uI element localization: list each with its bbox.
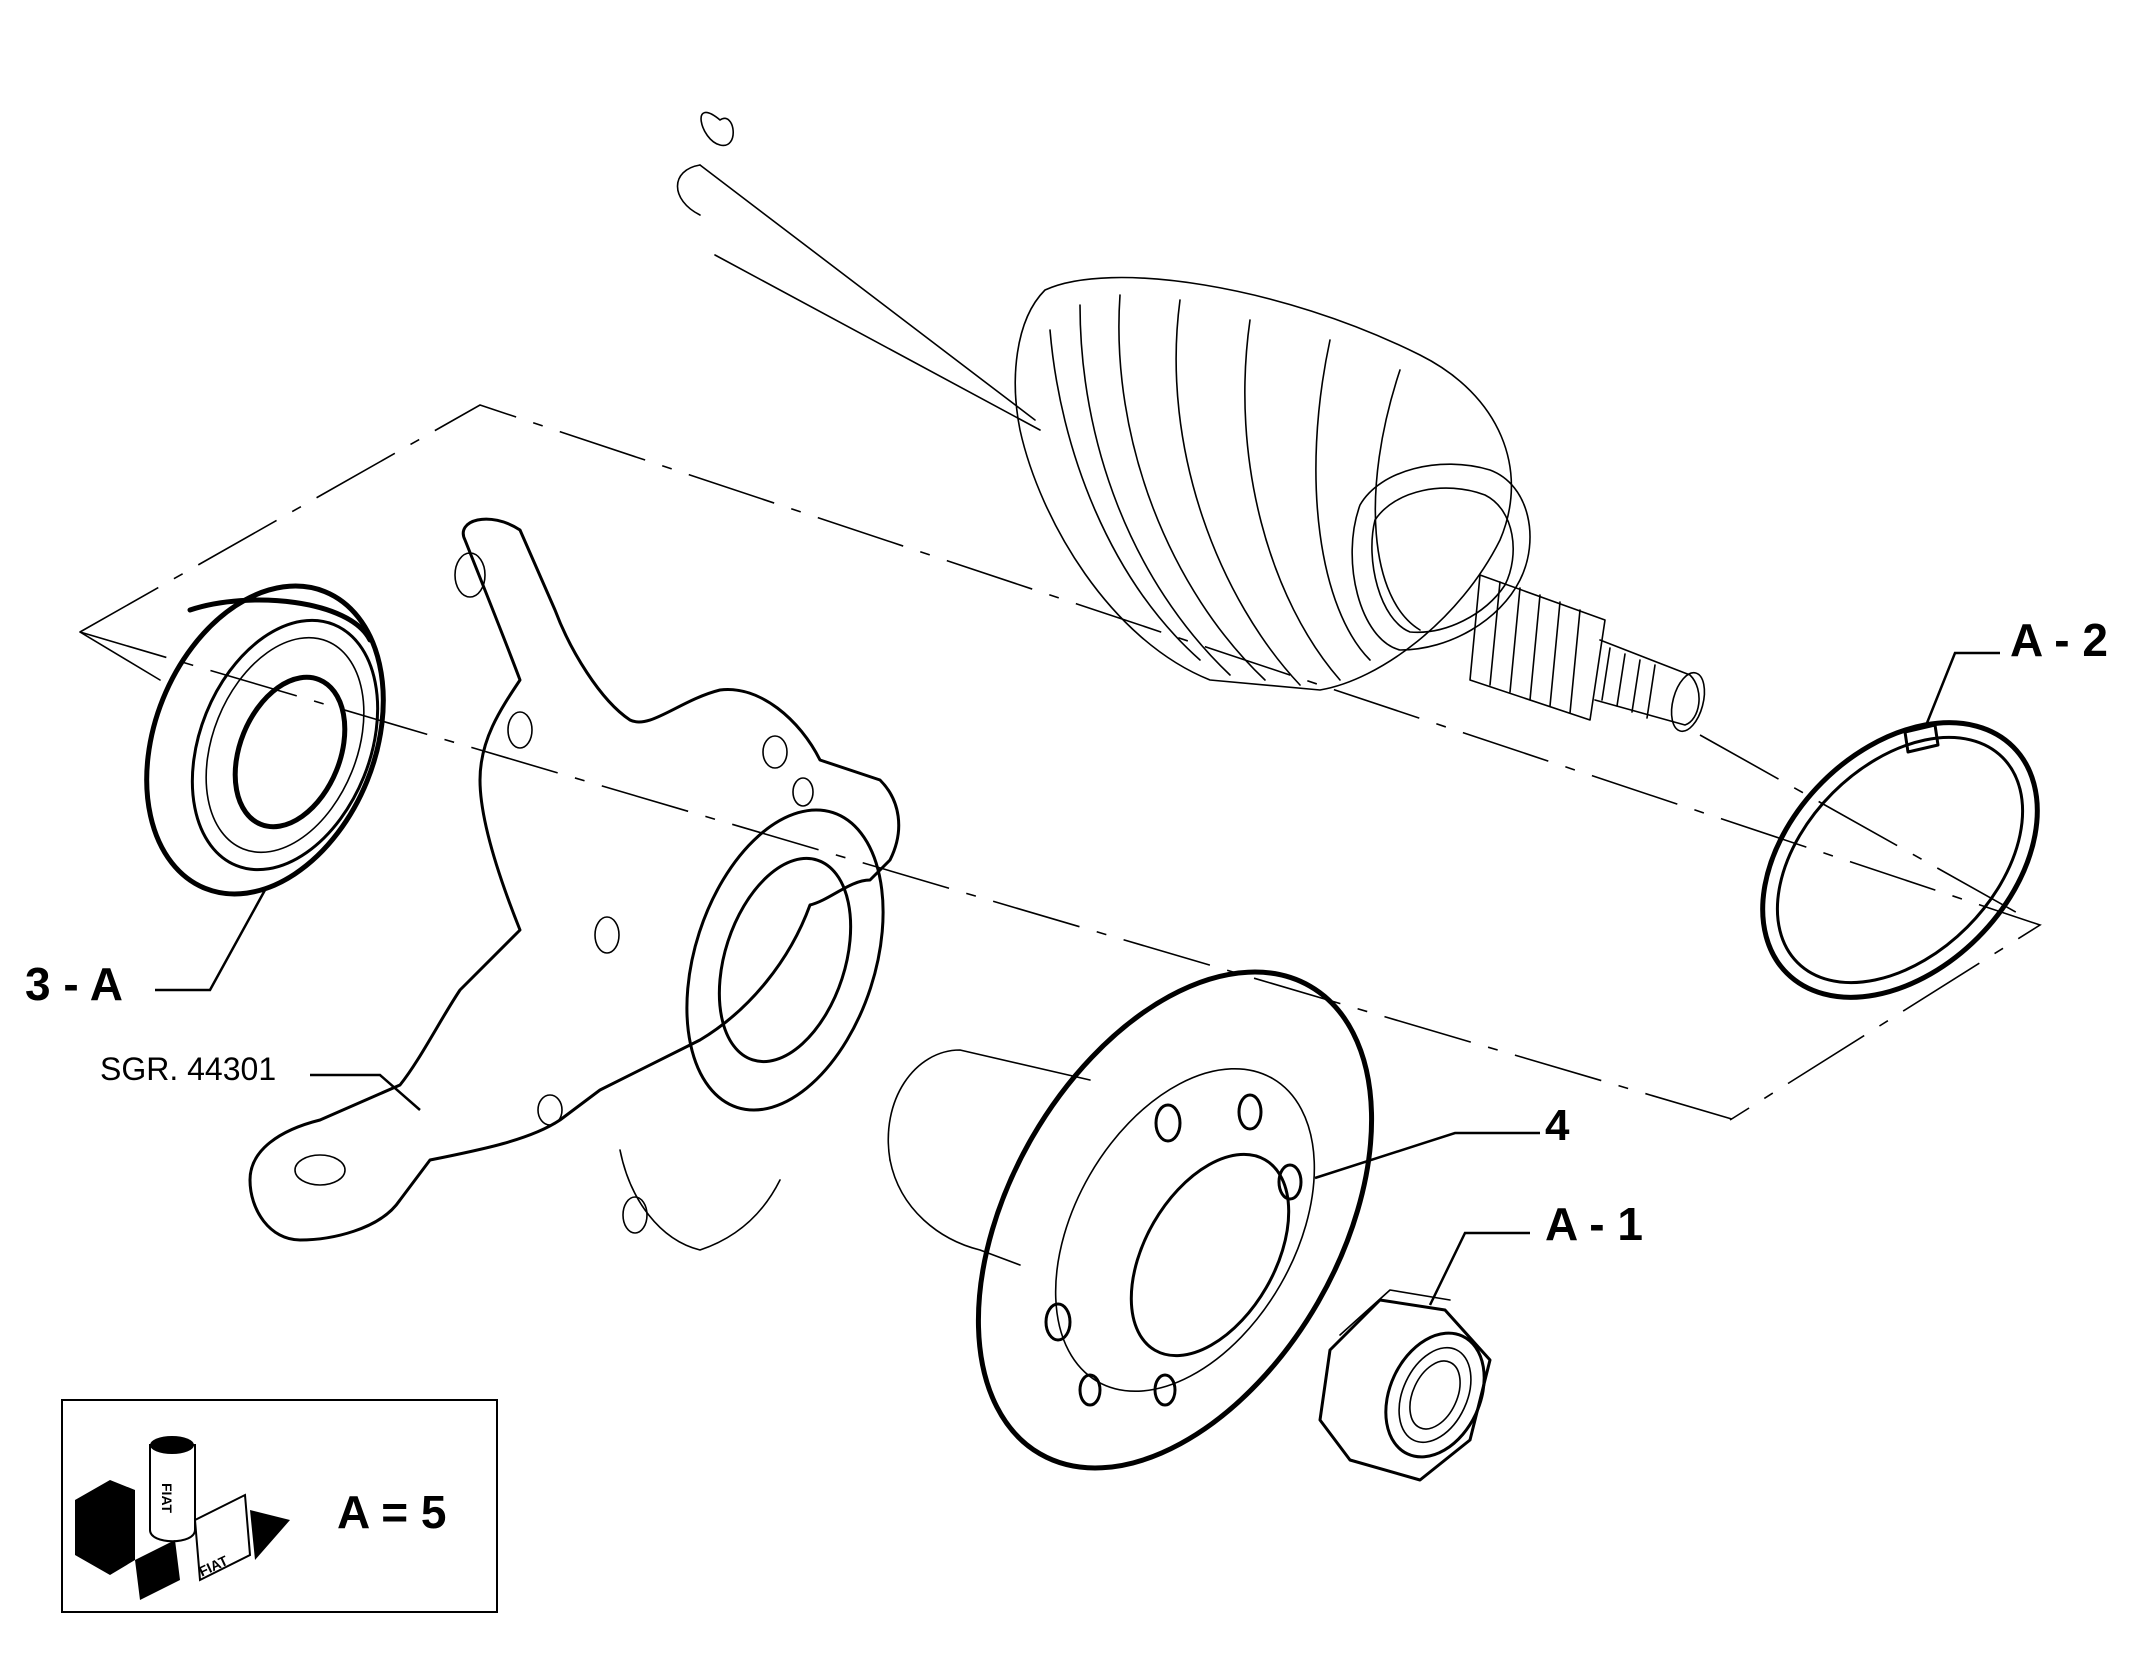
- label-nut: A - 1: [1545, 1198, 1643, 1250]
- hub-nut: [1318, 1289, 1492, 1482]
- snap-ring: [1760, 720, 2040, 1000]
- fiat-logo-text-1: FIAT: [159, 1483, 175, 1514]
- label-hub: 4: [1545, 1101, 1570, 1150]
- label-knuckle-ref: SGR. 44301: [100, 1051, 276, 1087]
- drive-shaft: [676, 111, 2031, 921]
- label-snap-ring: A - 2: [2010, 614, 2108, 666]
- wheel-bearing: [144, 583, 386, 897]
- leader-lines: [155, 651, 2000, 1306]
- assembly-boundary: [79, 404, 2042, 1121]
- cv-boot: [1014, 276, 1513, 691]
- legend-box: FIAT FIAT FIAT A = 5: [61, 1399, 498, 1613]
- splined-shaft: [1469, 574, 1706, 733]
- cv-joint: [1351, 463, 1531, 651]
- label-bearing: 3 - A: [25, 958, 123, 1010]
- wheel-hub: [887, 969, 1375, 1471]
- fiat-tool-icon: FIAT FIAT FIAT: [75, 1436, 290, 1600]
- steering-knuckle: [248, 517, 901, 1251]
- legend-value: A = 5: [337, 1486, 447, 1538]
